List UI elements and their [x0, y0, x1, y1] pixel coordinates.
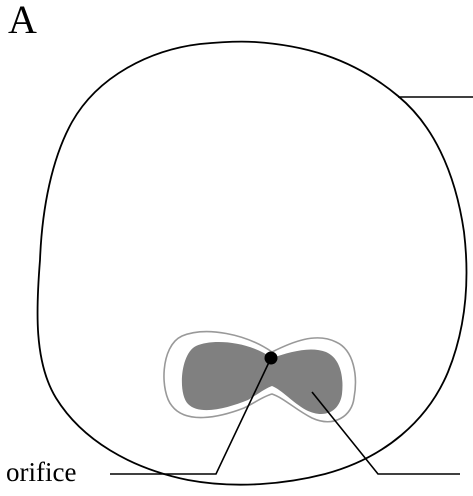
outer-body-outline	[37, 42, 466, 485]
panel-label: A	[8, 0, 37, 40]
orifice-label: orifice	[6, 457, 76, 487]
